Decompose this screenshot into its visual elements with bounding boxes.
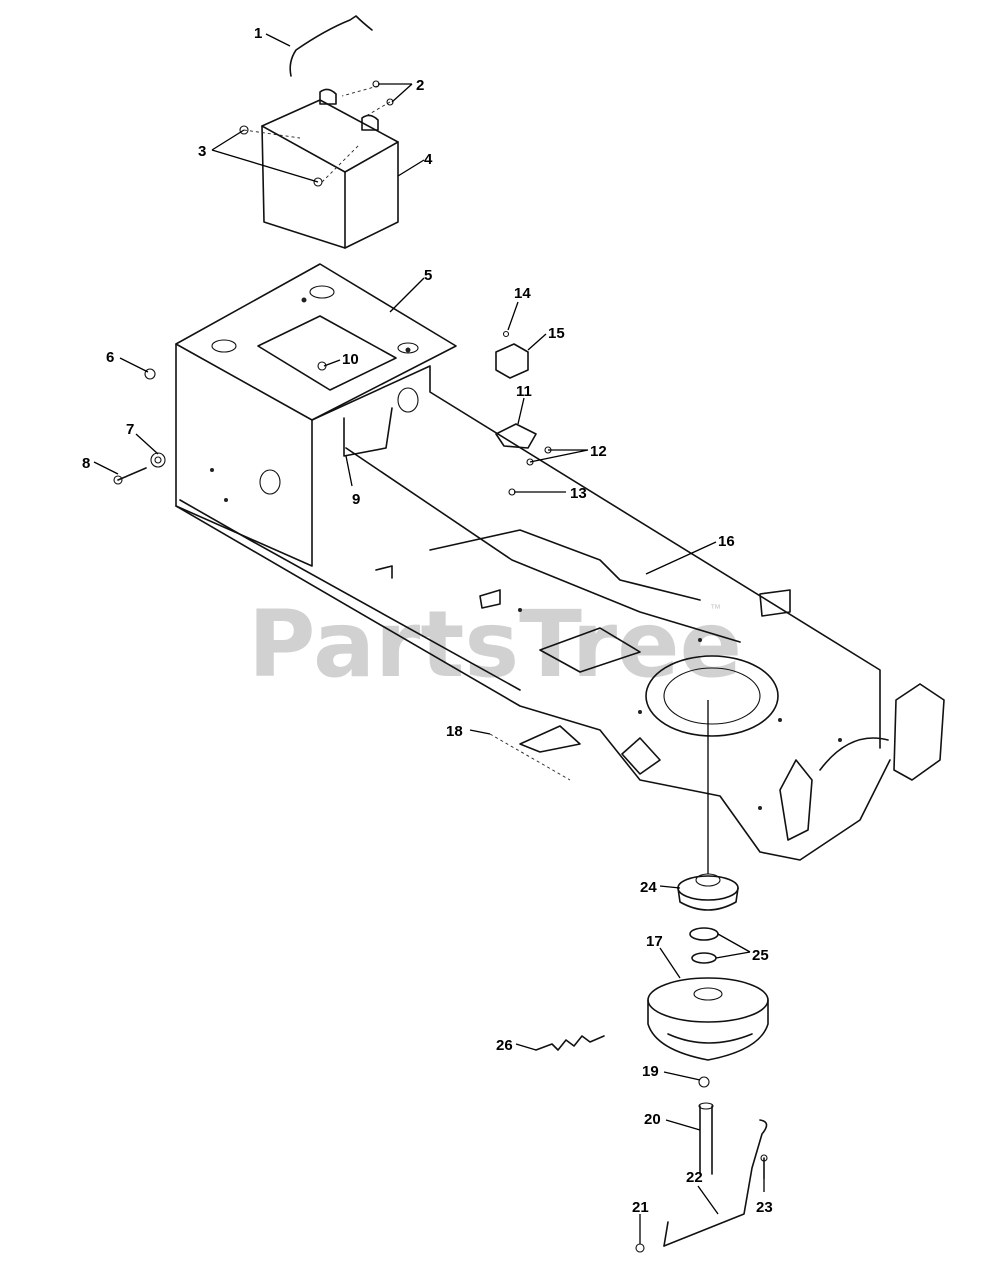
callout-15: 15	[548, 325, 565, 342]
part-24-pulley[interactable]	[677, 873, 739, 911]
callout-13: 13	[570, 485, 587, 502]
callout-18: 18	[446, 723, 463, 740]
callout-12: 12	[590, 443, 607, 460]
part-23-bolt[interactable]	[760, 1154, 768, 1179]
part-18-cable[interactable]	[489, 733, 571, 781]
callout-3: 3	[198, 143, 206, 160]
part-8-bolt[interactable]	[113, 467, 147, 485]
callout-9: 9	[352, 491, 360, 508]
callout-4: 4	[424, 151, 433, 168]
callout-14: 14	[514, 285, 531, 302]
callout-2: 2	[416, 77, 424, 94]
callout-23: 23	[756, 1199, 773, 1216]
part-16-frame[interactable]	[175, 365, 945, 861]
callout-22: 22	[686, 1169, 703, 1186]
leader-lines	[93, 33, 765, 1244]
callout-7: 7	[126, 421, 134, 438]
callout-16: 16	[718, 533, 735, 550]
part-1-battery-rod[interactable]	[289, 15, 373, 77]
callout-25: 25	[752, 947, 769, 964]
part-5-battery-tray[interactable]	[175, 263, 457, 567]
callout-24: 24	[640, 879, 657, 896]
part-15-switch[interactable]	[495, 343, 529, 379]
part-20-pin[interactable]	[698, 1102, 714, 1175]
callout-11: 11	[516, 383, 532, 400]
callout-10: 10	[342, 351, 359, 368]
callout-26: 26	[496, 1037, 513, 1054]
callout-19: 19	[642, 1063, 659, 1080]
part-14-screw[interactable]	[502, 330, 510, 338]
callout-21: 21	[632, 1199, 649, 1216]
part-25-washers[interactable]	[689, 927, 719, 964]
part-19-nut[interactable]	[698, 1076, 710, 1088]
callout-labels: 1 2 3 4 5 6 7 8 9 10 11 12 13 14 15 16 1…	[82, 25, 773, 1216]
part-9-tray-bracket[interactable]	[343, 407, 393, 457]
callout-5: 5	[424, 267, 432, 284]
part-6-flange-nut[interactable]	[144, 368, 156, 380]
watermark-trademark: ™	[710, 603, 721, 615]
part-22-rod[interactable]	[663, 1119, 768, 1247]
part-10-nut[interactable]	[317, 361, 327, 371]
callout-20: 20	[644, 1111, 661, 1128]
part-4-battery[interactable]	[243, 85, 399, 249]
part-7-spacer[interactable]	[150, 452, 166, 468]
part-17-pto-clutch[interactable]	[647, 977, 769, 1061]
part-26-spring[interactable]	[535, 1035, 605, 1051]
callout-17: 17	[646, 933, 663, 950]
watermark-brand: PartsTree	[248, 591, 742, 698]
callout-8: 8	[82, 455, 90, 472]
part-21-nut[interactable]	[635, 1243, 645, 1253]
callout-1: 1	[254, 25, 262, 42]
part-3-terminal-bolts[interactable]	[239, 125, 323, 187]
part-11-switch-bracket[interactable]	[495, 423, 537, 449]
callout-6: 6	[106, 349, 114, 366]
